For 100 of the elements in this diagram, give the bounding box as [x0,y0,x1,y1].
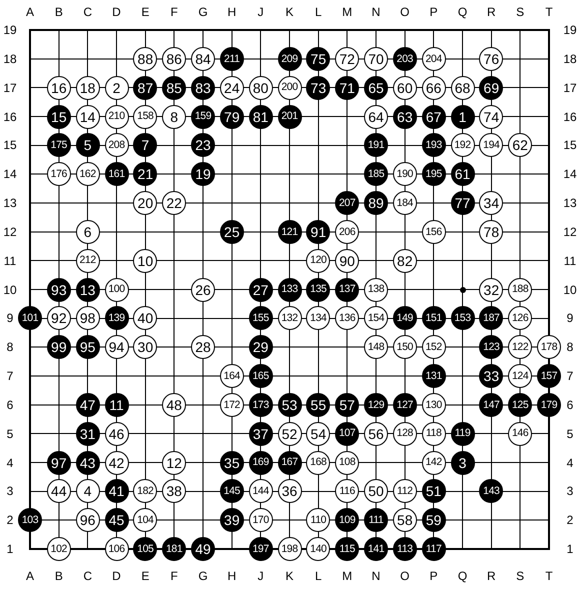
move-number: 159 [194,111,212,122]
row-label: 5 [566,428,574,440]
move-number: 143 [483,486,500,497]
move-number: 107 [338,428,356,439]
move-number: 76 [484,52,500,66]
row-label: 12 [3,226,17,238]
column-label: A [26,570,34,582]
row-label: 13 [563,197,577,209]
row-label: 8 [6,341,14,354]
move-number: 14 [80,110,96,124]
move-number: 201 [281,111,298,122]
row-label: 2 [566,514,574,526]
go-stone [537,335,561,360]
go-stone [76,133,100,158]
move-number: 77 [454,196,470,210]
move-number: 150 [396,342,413,352]
move-number: 68 [454,80,470,95]
row-label: 16 [563,110,577,122]
row-label: 14 [563,168,577,180]
go-stone [104,133,128,158]
go-stone [537,392,561,417]
go-stone [450,76,474,100]
go-stone [133,248,158,273]
go-stone [422,364,446,388]
column-label: D [112,570,121,582]
go-stone [450,104,474,128]
move-number: 154 [368,313,384,324]
go-stone [278,104,302,128]
move-number: 91 [310,224,326,239]
go-stone [162,537,186,561]
go-stone [46,335,71,360]
go-stone [364,104,388,128]
move-number: 157 [540,370,558,382]
go-stone [508,422,532,446]
go-stone [133,508,158,532]
go-stone [278,46,302,71]
move-number: 40 [138,311,154,326]
go-stone [335,248,360,273]
go-stone [191,335,215,360]
go-stone [335,392,360,417]
go-stone [306,508,330,532]
go-stone [104,537,128,561]
move-number: 101 [22,313,38,324]
move-number: 95 [80,340,96,354]
move-number: 193 [425,140,442,151]
go-stone [479,306,504,330]
move-number: 84 [195,52,211,66]
column-label: T [545,570,553,582]
column-label: H [228,570,236,582]
column-label: R [487,570,496,582]
column-label: K [286,570,294,582]
go-stone [46,133,71,158]
go-stone [450,422,474,446]
column-label: G [198,570,208,582]
go-stone [18,508,42,532]
go-stone [508,392,532,417]
move-number: 105 [137,544,154,554]
move-number: 158 [137,111,154,122]
move-number: 35 [224,456,240,470]
go-stone [364,335,388,360]
go-stone [46,278,71,302]
column-label: H [228,6,236,18]
move-number: 128 [396,428,413,439]
move-number: 26 [195,282,211,296]
go-stone [392,191,417,215]
row-label: 18 [3,52,17,65]
go-stone [248,392,273,417]
move-number: 122 [512,342,528,352]
move-number: 176 [50,168,67,180]
move-number: 108 [338,457,356,468]
column-label: N [372,6,380,18]
go-stone [479,76,504,100]
go-stone [392,335,417,360]
move-number: 6 [84,224,92,239]
go-stone [46,537,71,561]
go-stone [248,422,273,446]
go-stone [76,508,100,532]
go-stone [248,537,273,561]
move-number: 46 [108,426,124,441]
go-stone [335,191,360,215]
move-number: 146 [512,428,528,439]
go-stone [191,76,215,100]
go-stone [76,422,100,446]
row-label: 16 [3,110,17,122]
move-number: 209 [281,54,298,64]
row-label: 14 [3,168,17,180]
move-number: 184 [396,198,413,208]
move-number: 141 [368,544,384,554]
go-stone [133,479,158,504]
move-number: 48 [166,398,182,412]
go-stone [191,133,215,158]
move-number: 182 [137,486,154,497]
go-stone [191,104,215,128]
move-number: 16 [51,80,67,95]
column-label: Q [458,6,468,18]
move-number: 181 [166,544,182,554]
move-number: 5 [84,138,92,152]
go-stone [392,422,417,446]
go-stone [104,162,128,186]
go-stone [306,248,330,273]
